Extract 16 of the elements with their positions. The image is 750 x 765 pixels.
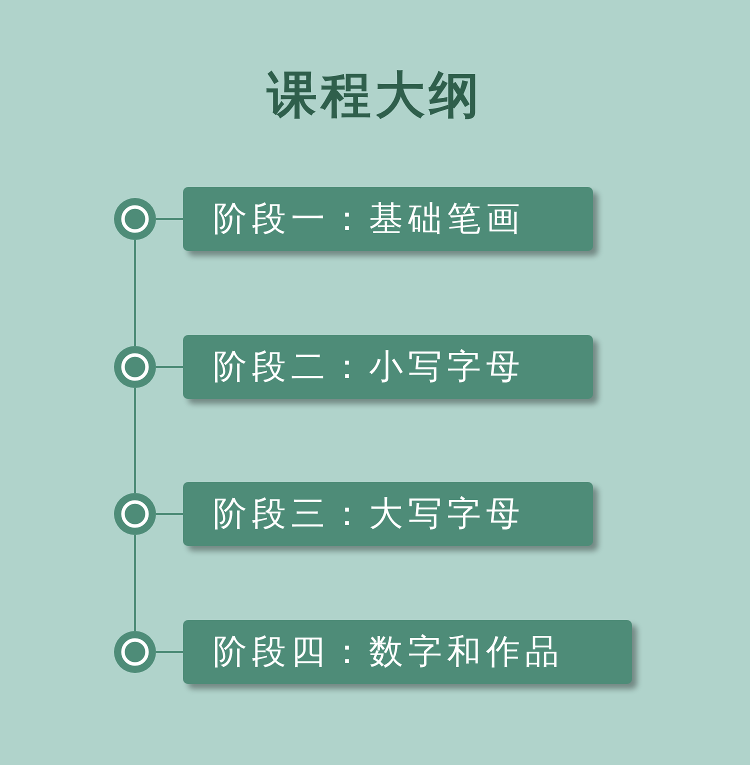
connector-line <box>156 651 183 653</box>
connector-line <box>156 513 183 515</box>
stage-box: 阶段一：基础笔画 <box>183 187 593 251</box>
stage-box: 阶段三：大写字母 <box>183 482 593 546</box>
title: 课程大纲 <box>265 65 484 126</box>
stage-box: 阶段二：小写字母 <box>183 335 593 399</box>
circle-marker <box>114 346 156 388</box>
connector-line <box>134 535 136 631</box>
circle-marker <box>114 198 156 240</box>
stage-box: 阶段四：数字和作品 <box>183 620 632 684</box>
connector-line <box>156 218 183 220</box>
connector-line <box>156 366 183 368</box>
circle-marker <box>114 493 156 535</box>
circle-marker <box>114 631 156 673</box>
connector-line <box>134 388 136 493</box>
connector-line <box>134 240 136 346</box>
